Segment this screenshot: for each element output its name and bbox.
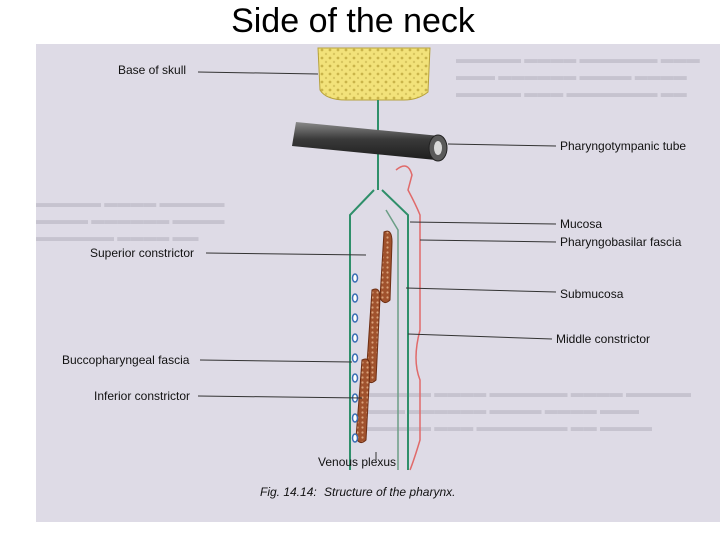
mucosa-wall-left [349, 189, 375, 470]
superior-constrictor-muscle [379, 230, 393, 304]
label-submucosa: Submucosa [560, 287, 624, 301]
label-pharyngotympanic-tube: Pharyngotympanic tube [560, 139, 686, 153]
label-venous-plexus: Venous plexus [318, 455, 396, 469]
leader-lines [197, 71, 557, 460]
slide-title: Side of the neck [231, 2, 475, 40]
label-superior-constrictor: Superior constrictor [90, 246, 194, 260]
label-mucosa: Mucosa [560, 217, 602, 231]
background-text: ▬▬▬▬▬ ▬▬▬▬ ▬▬▬▬▬▬▬▬▬ ▬▬▬▬▬▬ ▬▬▬▬▬▬▬▬▬▬ ▬… [36, 195, 225, 244]
inner-wall [385, 209, 399, 470]
pharyngotympanic-tube-shape [292, 122, 448, 162]
background-text: ▬▬▬▬▬ ▬▬▬▬ ▬▬▬▬▬▬ ▬▬▬▬ ▬▬▬▬▬▬▬▬ ▬▬▬▬▬▬ ▬… [366, 385, 691, 434]
mucosa-wall-right [381, 189, 409, 470]
base-of-skull-shape [317, 47, 431, 101]
caption-prefix: Fig. 14.14: [260, 485, 317, 499]
background-text: ▬▬▬▬▬ ▬▬▬▬ ▬▬▬▬▬▬ ▬▬▬▬▬▬ ▬▬▬▬▬▬ ▬▬▬▬ ▬▬▬… [456, 51, 700, 100]
label-inferior-constrictor: Inferior constrictor [94, 389, 190, 403]
label-middle-constrictor: Middle constrictor [556, 332, 650, 346]
figure-caption: Fig. 14.14: Structure of the pharynx. [260, 485, 455, 499]
label-pharyngobasilar-fascia: Pharyngobasilar fascia [560, 235, 682, 249]
inferior-constrictor-muscle [355, 358, 371, 444]
label-buccopharyngeal-fascia: Buccopharyngeal fascia [62, 353, 190, 367]
label-base-of-skull: Base of skull [118, 63, 186, 77]
fascia-line [395, 165, 421, 471]
venous-plexus-shape [351, 273, 359, 443]
caption-text: Structure of the pharynx. [324, 485, 455, 499]
